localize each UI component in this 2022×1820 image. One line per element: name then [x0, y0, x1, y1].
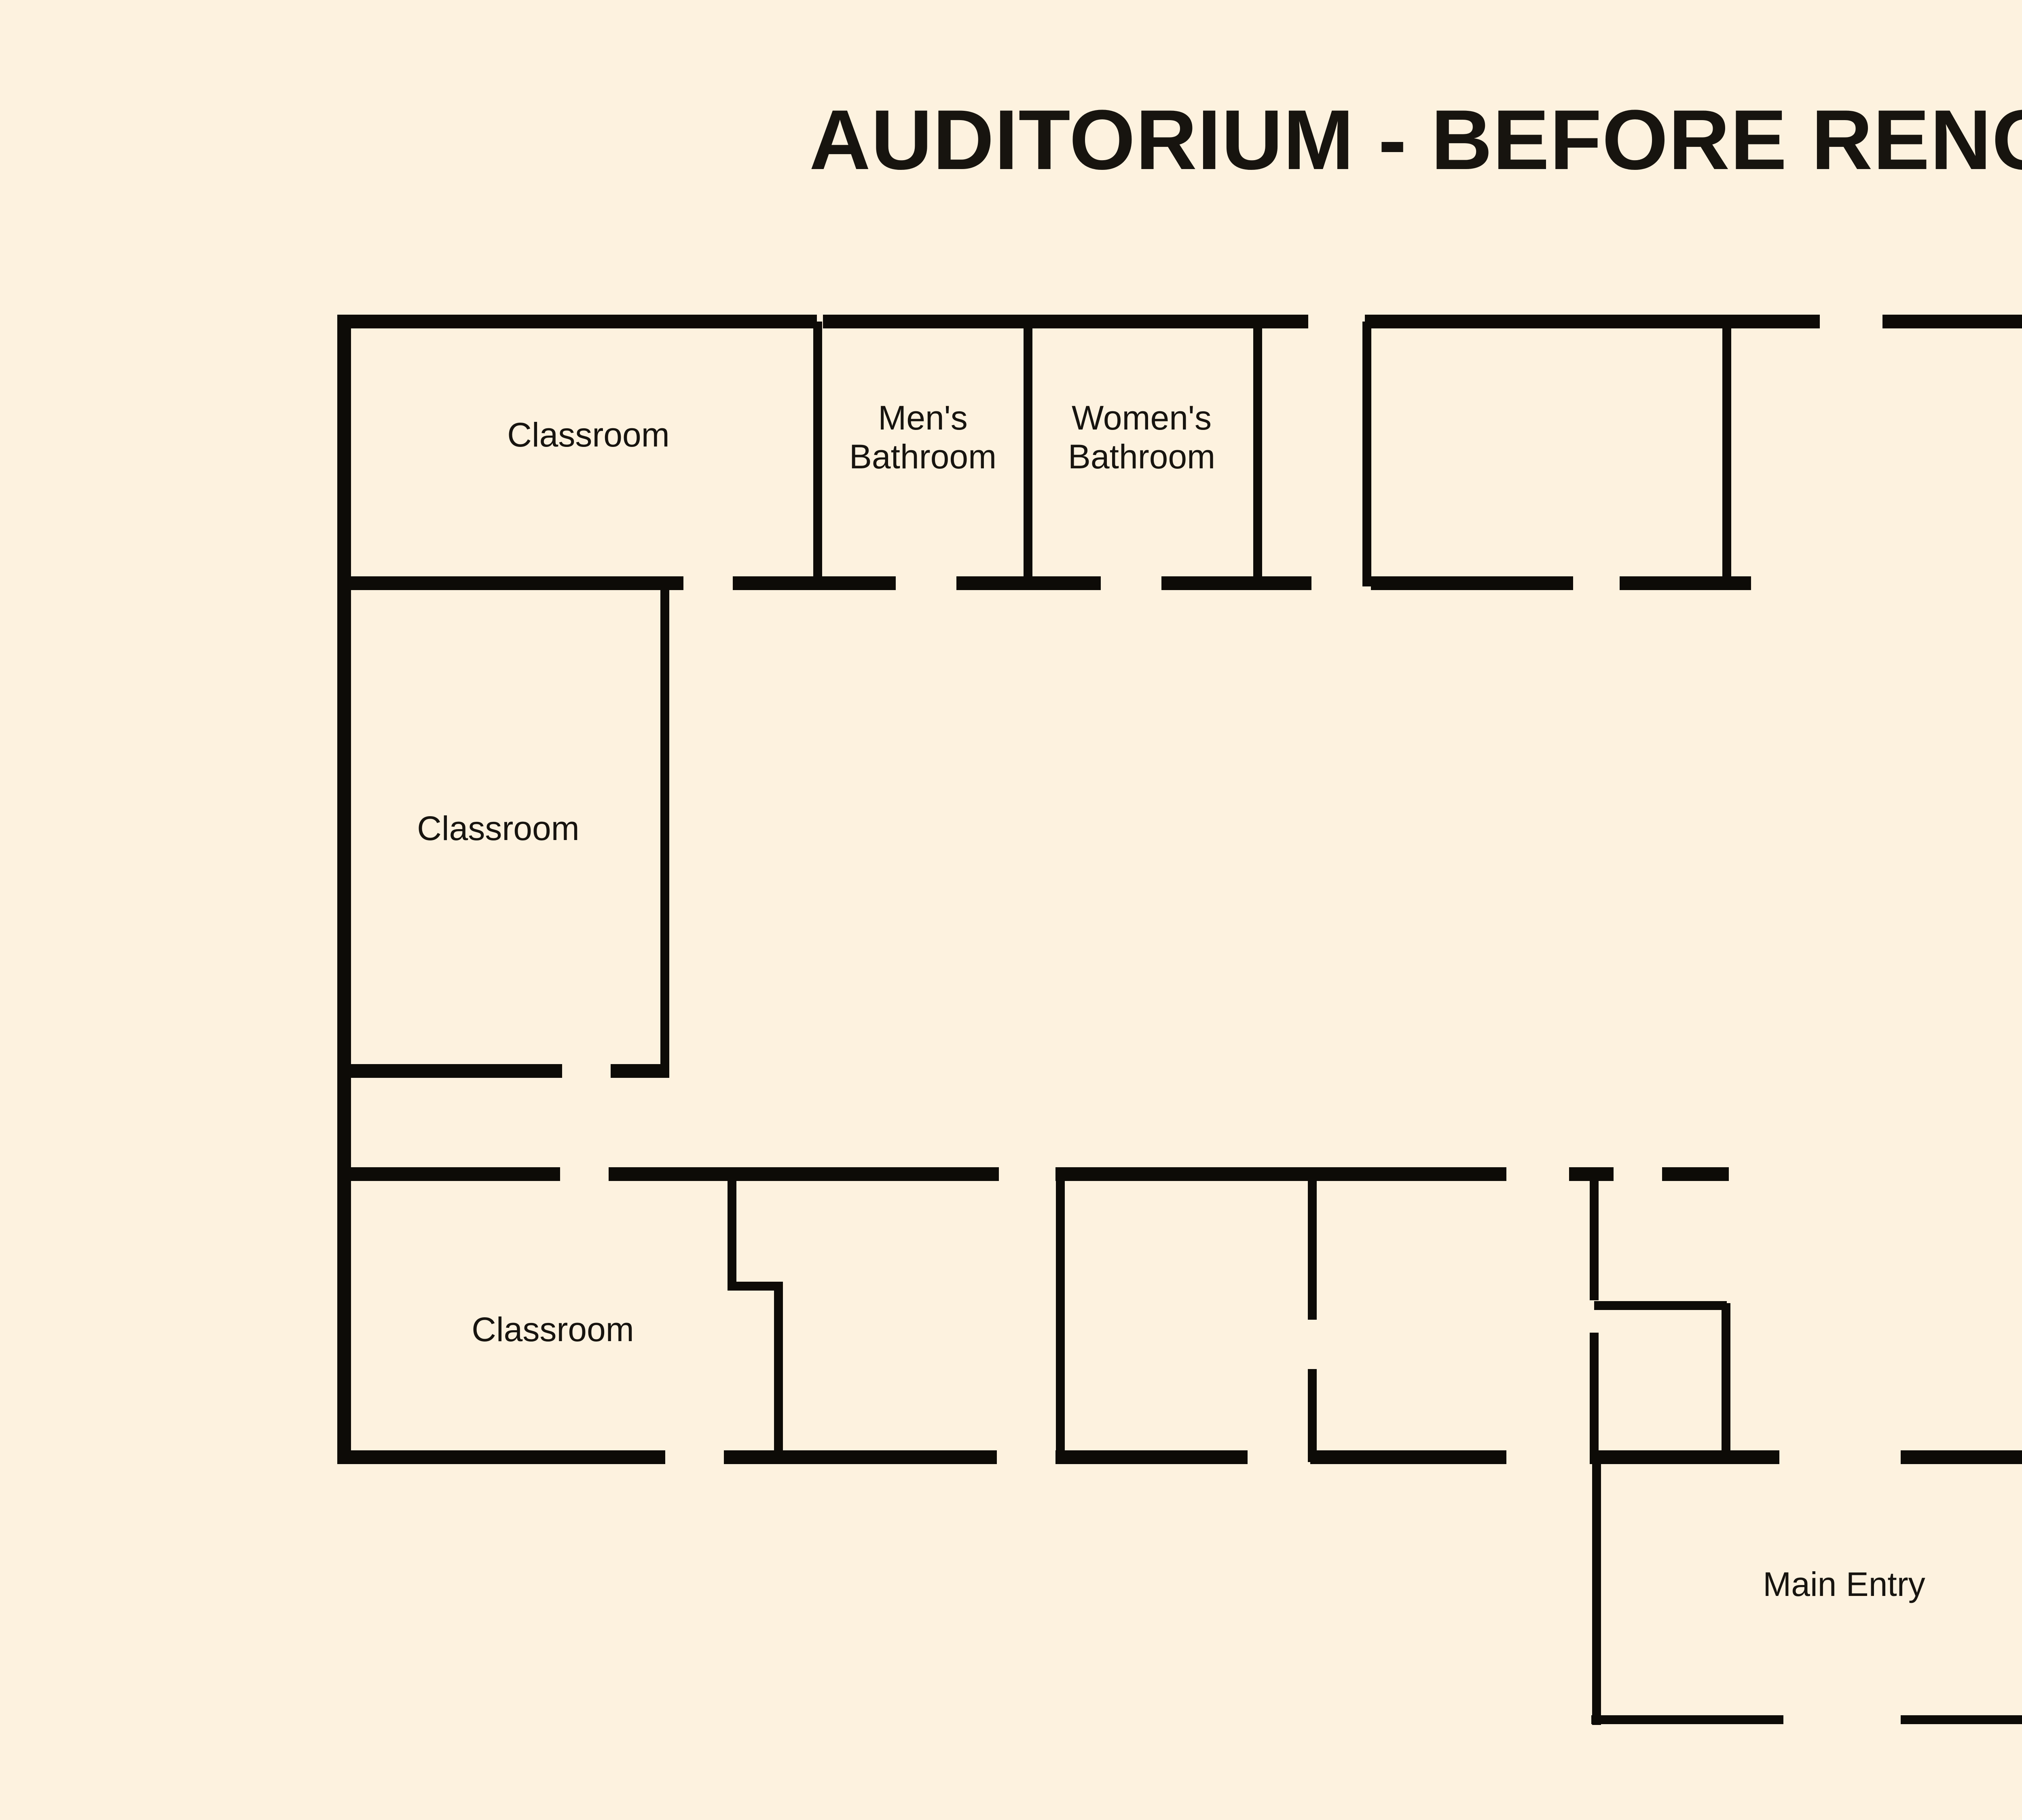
north-partitions — [337, 322, 1751, 590]
room-label-classroom-north: Classroom — [507, 416, 669, 454]
main-entry-walls — [1591, 1457, 2022, 1725]
room-label-classroom-west: Classroom — [417, 809, 579, 847]
wall-classroom-south-stepped-east — [728, 1174, 783, 1462]
room-label-main-entry: Main Entry — [1763, 1565, 1925, 1603]
south-classroom-walls — [728, 1170, 1730, 1464]
page-title: AUDITORIUM - BEFORE RENOVATIONS — [809, 92, 2022, 187]
room-label-classroom-south: Classroom — [472, 1310, 634, 1348]
west-classroom-walls — [337, 576, 1729, 1181]
exterior-walls — [337, 315, 2022, 1464]
